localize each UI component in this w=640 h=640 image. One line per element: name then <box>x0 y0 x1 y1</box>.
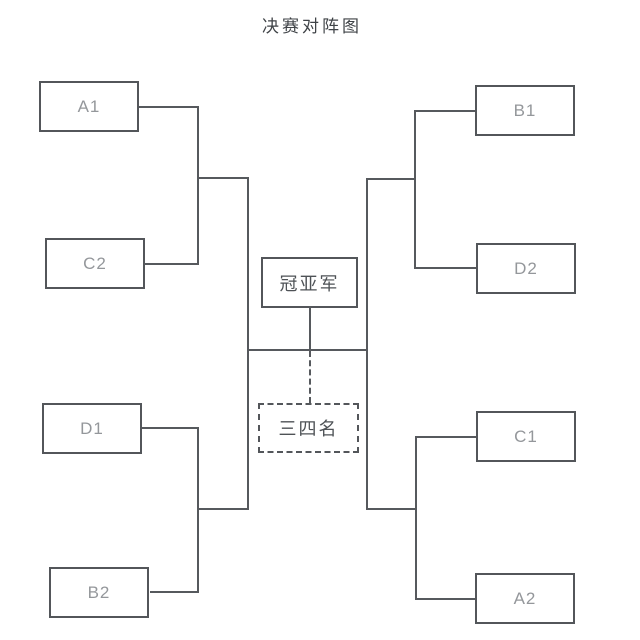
team-label-d2: D2 <box>514 258 538 278</box>
connector-d2 <box>414 267 476 269</box>
team-label-c1: C1 <box>514 426 538 446</box>
connector-right-bottom-out <box>366 508 417 510</box>
team-label-d1: D1 <box>80 418 104 438</box>
connector-b1 <box>414 110 475 112</box>
final-stem-line <box>309 306 311 349</box>
team-box-c2: C2 <box>45 238 145 289</box>
final-box: 冠亚军 <box>261 257 358 308</box>
team-box-b1: B1 <box>475 85 575 136</box>
team-label-a1: A1 <box>77 96 101 116</box>
connector-b2 <box>150 591 199 593</box>
connector-left-bottom-out <box>197 508 249 510</box>
team-label-c2: C2 <box>83 253 107 273</box>
connector-a1 <box>139 106 199 108</box>
connector-a2 <box>415 598 475 600</box>
team-box-b2: B2 <box>49 567 149 618</box>
connector-left-top-vertical <box>197 106 199 265</box>
connector-right-bottom-vertical <box>415 436 417 600</box>
team-box-c1: C1 <box>476 411 576 462</box>
team-box-d2: D2 <box>476 243 576 294</box>
third-place-box: 三四名 <box>258 403 359 453</box>
center-right-vertical <box>366 178 368 510</box>
diagram-title: 决赛对阵图 <box>262 17 362 36</box>
connector-c1 <box>415 436 476 438</box>
team-box-a2: A2 <box>475 573 575 624</box>
team-box-d1: D1 <box>42 403 142 454</box>
connector-right-top-vertical <box>414 110 416 269</box>
team-label-b1: B1 <box>513 100 537 120</box>
center-horizontal <box>247 349 368 351</box>
connector-c2 <box>144 263 199 265</box>
connector-d1 <box>142 427 199 429</box>
team-label-b2: B2 <box>87 582 111 602</box>
team-label-a2: A2 <box>513 588 537 608</box>
connector-right-top-out <box>366 178 416 180</box>
connector-left-top-out <box>197 177 249 179</box>
center-left-vertical <box>247 177 249 510</box>
connector-left-bottom-vertical <box>197 427 199 593</box>
third-place-dashed-line <box>309 351 311 403</box>
team-box-a1: A1 <box>39 81 139 132</box>
